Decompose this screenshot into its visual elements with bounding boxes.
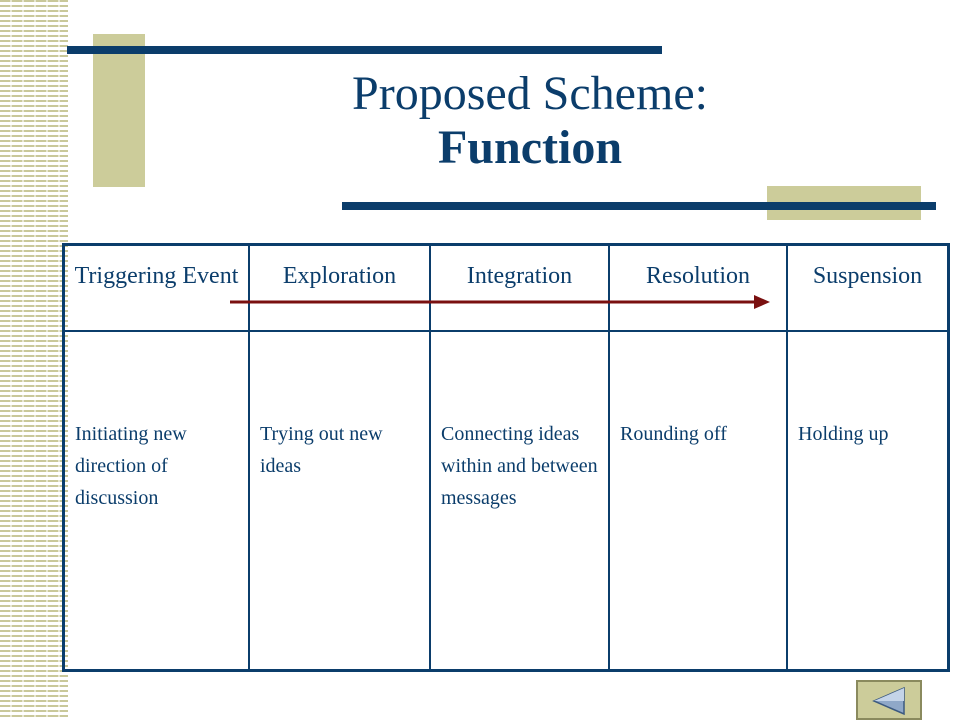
description-text: Trying out new ideas (260, 423, 383, 477)
left-triangle-icon (872, 686, 905, 716)
description-text: Rounding off (620, 423, 727, 445)
description-text: Holding up (798, 423, 889, 445)
khaki-block-left (93, 34, 145, 187)
header-cell-integration: Integration (429, 246, 608, 330)
slide-title: Proposed Scheme: Function (300, 66, 760, 174)
table-header-row: Triggering Event Exploration Integration… (65, 246, 947, 332)
header-label: Resolution (645, 263, 750, 289)
title-line-1: Proposed Scheme: (352, 67, 708, 120)
body-cell-triggering-event: Initiating new direction of discussion (65, 332, 248, 669)
previous-slide-button[interactable] (856, 680, 922, 720)
description-text: Connecting ideas within and between mess… (441, 423, 598, 509)
navy-bar-top (67, 46, 662, 54)
table-body-row: Initiating new direction of discussion T… (65, 332, 947, 669)
header-cell-triggering-event: Triggering Event (65, 246, 248, 330)
body-cell-exploration: Trying out new ideas (248, 332, 429, 669)
header-label: Triggering Event (74, 263, 239, 289)
header-cell-suspension: Suspension (786, 246, 947, 330)
body-cell-suspension: Holding up (786, 332, 947, 669)
title-line-2: Function (437, 121, 623, 174)
header-label: Exploration (282, 263, 397, 289)
body-cell-integration: Connecting ideas within and between mess… (429, 332, 608, 669)
header-label: Suspension (812, 263, 923, 289)
navy-bar-bottom (342, 202, 936, 210)
function-scheme-table: Triggering Event Exploration Integration… (62, 243, 950, 672)
body-cell-resolution: Rounding off (608, 332, 786, 669)
header-cell-resolution: Resolution (608, 246, 786, 330)
description-text: Initiating new direction of discussion (75, 423, 187, 509)
side-stripe-decoration (0, 0, 68, 720)
header-label: Integration (466, 263, 573, 289)
right-arrow-icon (230, 295, 770, 309)
header-cell-exploration: Exploration (248, 246, 429, 330)
